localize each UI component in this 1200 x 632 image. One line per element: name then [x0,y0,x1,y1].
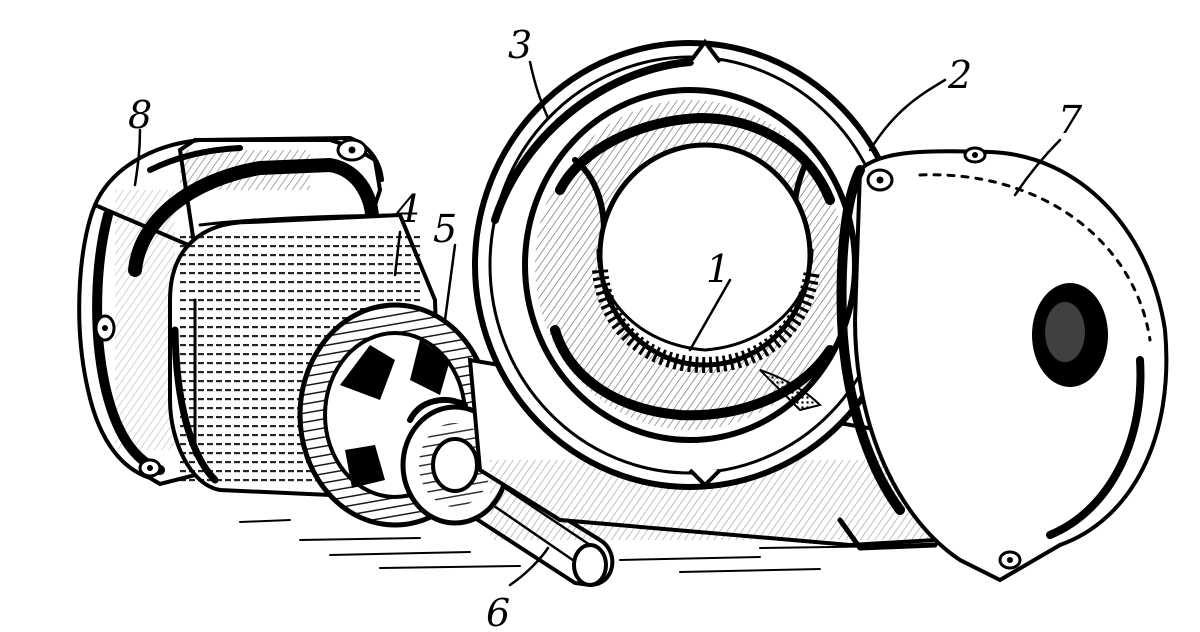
leader-7 [1013,138,1062,197]
leader-8 [133,128,142,187]
leader-6 [508,546,550,587]
label-8: 8 [128,93,152,137]
leader-4 [393,230,402,277]
front-end-shield [836,146,1169,583]
leader-3 [528,60,550,120]
rotor [592,142,820,374]
ground-shading [239,519,901,573]
leader-1 [688,278,732,352]
label-4: 4 [395,187,420,231]
leader-lines [133,60,1062,587]
label-5: 5 [433,207,457,251]
label-6: 6 [486,591,510,632]
leader-2 [868,78,947,152]
stator-frame [467,38,953,551]
part-labels: 1 2 3 4 5 6 7 8 [128,23,1083,632]
label-1: 1 [706,247,730,291]
label-7: 7 [1058,98,1083,142]
label-2: 2 [947,53,972,97]
label-3: 3 [508,23,532,67]
leader-5 [443,243,457,322]
